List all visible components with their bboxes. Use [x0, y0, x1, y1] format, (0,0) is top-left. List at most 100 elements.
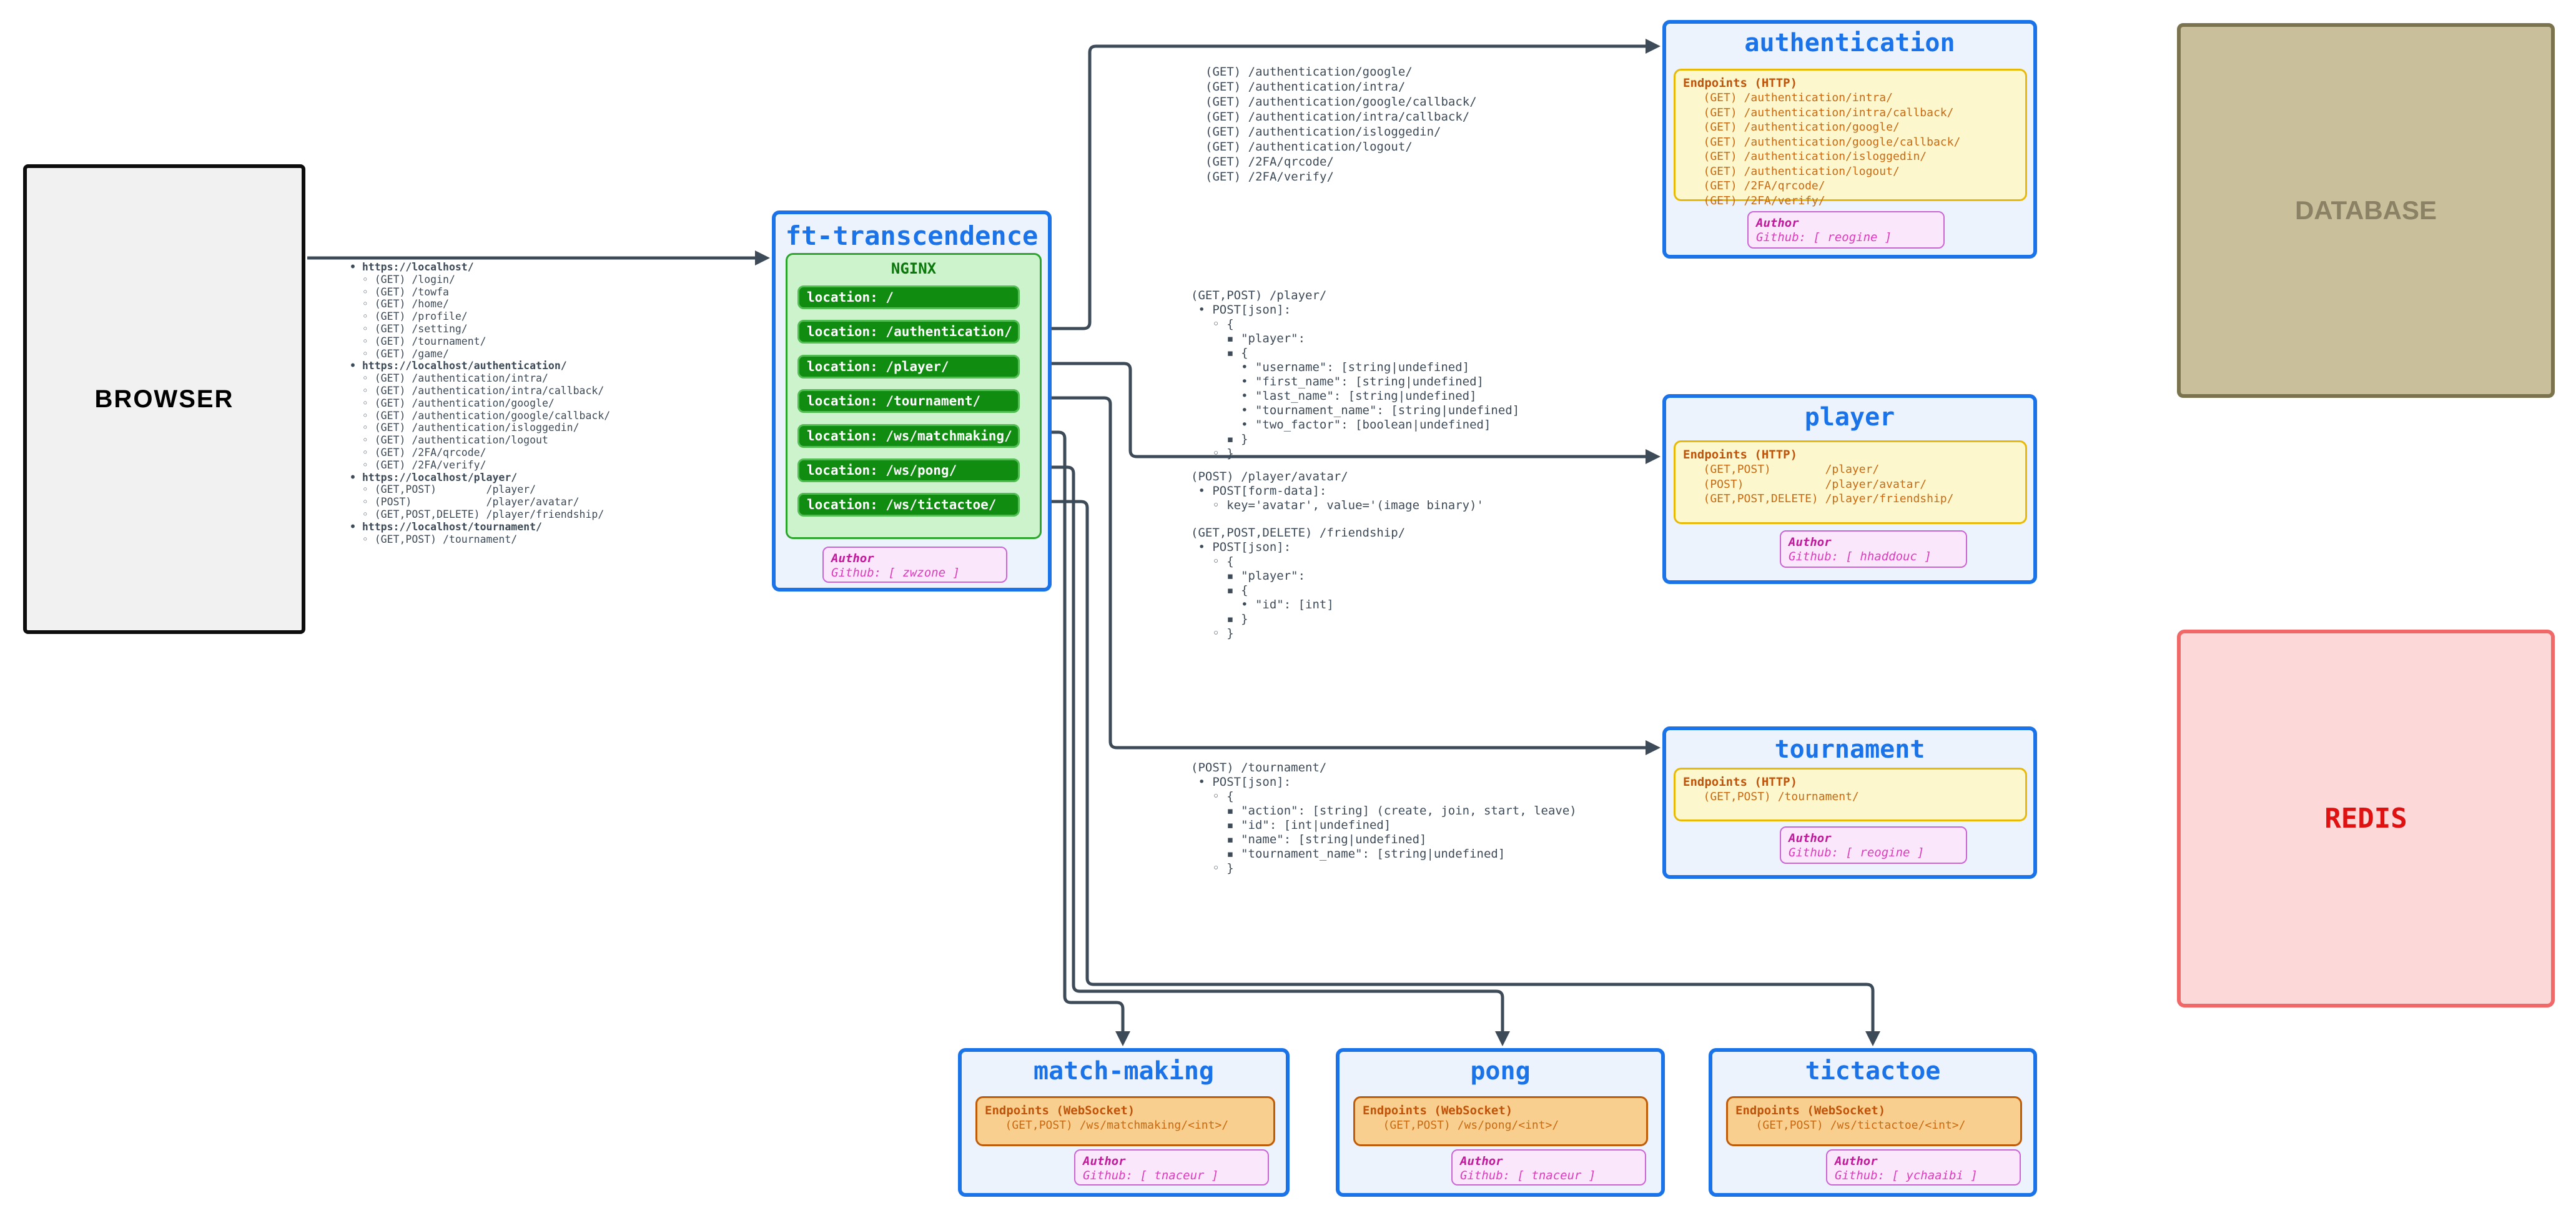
- service-tictactoe: tictactoe Endpoints (WebSocket) (GET,POS…: [1709, 1048, 2037, 1197]
- endpoints-title: Endpoints (HTTP): [1683, 775, 1798, 789]
- author-github: Github: [ tnaceur ]: [1083, 1169, 1219, 1182]
- location-tournament: location: /tournament/: [797, 389, 1020, 413]
- author-github: Github: [ zwzone ]: [831, 566, 960, 580]
- author-title: Author: [831, 552, 874, 565]
- service-title: authentication: [1744, 29, 1955, 57]
- route-line: ◦ (GET) /login/: [350, 273, 455, 285]
- arrowhead-player: [1646, 449, 1661, 464]
- route-line: ◦ (GET,POST) /tournament/: [350, 533, 518, 545]
- arrowhead-pong: [1495, 1031, 1510, 1046]
- gateway-node: ft-transcendence NGINX location: / locat…: [772, 210, 1052, 592]
- arrowhead-tictactoe: [1865, 1031, 1880, 1046]
- author-title: Author: [1835, 1154, 1878, 1168]
- author-badge-tournament: Author Github: [ reogine ]: [1780, 826, 1967, 864]
- author-badge-pong: Author Github: [ tnaceur ]: [1451, 1149, 1646, 1186]
- annotation-tournament-post: (POST) /tournament/ • POST[json]: ◦ { ▪ …: [1191, 761, 1577, 875]
- database-label: DATABASE: [2294, 196, 2437, 225]
- author-badge-matchmaking: Author Github: [ tnaceur ]: [1074, 1149, 1269, 1186]
- service-matchmaking: match-making Endpoints (WebSocket) (GET,…: [958, 1048, 1290, 1197]
- location-authentication: location: /authentication/: [797, 320, 1020, 344]
- author-github: Github: [ reogine ]: [1789, 846, 1925, 859]
- service-title: tictactoe: [1805, 1057, 1941, 1086]
- service-title: match-making: [1034, 1057, 1214, 1086]
- route-line: ◦ (GET) /home/: [350, 298, 449, 310]
- service-authentication: authentication Endpoints (HTTP) (GET) /a…: [1662, 20, 2037, 259]
- route-line: ◦ (GET) /game/: [350, 347, 449, 360]
- route-line: ◦ (GET) /authentication/intra/: [350, 372, 548, 385]
- author-badge-player: Author Github: [ hhaddouc ]: [1780, 530, 1967, 568]
- route-line: ◦ (GET) /profile/: [350, 310, 468, 323]
- endpoints-list: (GET,POST) /player/ (POST) /player/avata…: [1703, 463, 1954, 505]
- author-badge-tictactoe: Author Github: [ ychaaibi ]: [1826, 1149, 2021, 1186]
- route-line: ◦ (GET) /setting/: [350, 322, 468, 335]
- route-line: ◦ (GET) /towfa: [350, 285, 449, 298]
- author-github: Github: [ ychaaibi ]: [1835, 1169, 1978, 1182]
- author-github: Github: [ tnaceur ]: [1460, 1169, 1596, 1182]
- browser-node: BROWSER: [23, 164, 305, 634]
- service-tournament: tournament Endpoints (HTTP) (GET,POST) /…: [1662, 726, 2037, 879]
- author-title: Author: [1789, 535, 1832, 549]
- route-line: ◦ (GET) /authentication/google/: [350, 397, 555, 409]
- location-player: location: /player/: [797, 355, 1020, 379]
- endpoints-title: Endpoints (WebSocket): [985, 1104, 1135, 1117]
- arrowhead-tournament: [1646, 740, 1661, 755]
- route-line: ◦ (GET) /authentication/intra/callback/: [350, 384, 605, 397]
- route-line: • https://localhost/authentication/: [350, 360, 567, 372]
- author-title: Author: [1083, 1154, 1126, 1168]
- endpoints-panel-websocket: Endpoints (WebSocket) (GET,POST) /ws/mat…: [975, 1096, 1275, 1146]
- route-line: ◦ (POST) /player/avatar/: [350, 496, 580, 508]
- annotation-player-post: (GET,POST) /player/ • POST[json]: ◦ { ▪ …: [1191, 289, 1520, 460]
- route-line: ◦ (GET) /authentication/logout: [350, 434, 548, 447]
- redis-node: REDIS: [2177, 630, 2555, 1008]
- endpoints-list: (GET) /authentication/intra/ (GET) /auth…: [1703, 91, 1961, 207]
- endpoints-list: (GET,POST) /ws/matchmaking/<int>/: [985, 1119, 1229, 1132]
- route-line: • https://localhost/tournament/: [350, 520, 542, 533]
- nginx-panel: NGINX location: / location: /authenticat…: [786, 253, 1042, 539]
- route-line: ◦ (GET,POST) /player/: [350, 483, 536, 496]
- route-line: ◦ (GET,POST,DELETE) /player/friendship/: [350, 508, 605, 520]
- arrowhead-matchmaking: [1115, 1031, 1130, 1046]
- author-title: Author: [1460, 1154, 1503, 1168]
- route-line: ◦ (GET) /tournament/: [350, 335, 486, 347]
- endpoints-panel-websocket: Endpoints (WebSocket) (GET,POST) /ws/pon…: [1353, 1096, 1648, 1146]
- annotation-friendship: (GET,POST,DELETE) /friendship/ • POST[js…: [1191, 526, 1406, 640]
- service-title: player: [1804, 403, 1895, 432]
- location-ws-matchmaking: location: /ws/matchmaking/: [797, 424, 1020, 448]
- service-title: tournament: [1774, 735, 1925, 764]
- endpoints-title: Endpoints (HTTP): [1683, 448, 1798, 462]
- endpoints-list: (GET,POST) /ws/pong/<int>/: [1363, 1119, 1559, 1132]
- endpoints-panel-websocket: Endpoints (WebSocket) (GET,POST) /ws/tic…: [1726, 1096, 2022, 1146]
- location-ws-tictactoe: location: /ws/tictactoe/: [797, 493, 1020, 517]
- endpoints-title: Endpoints (HTTP): [1683, 76, 1798, 90]
- service-title: pong: [1470, 1057, 1531, 1086]
- redis-label: REDIS: [2324, 803, 2407, 834]
- endpoints-title: Endpoints (WebSocket): [1735, 1104, 1886, 1117]
- endpoints-list: (GET,POST) /tournament/: [1683, 790, 1859, 803]
- route-line: ◦ (GET) /authentication/isloggedin/: [350, 422, 580, 434]
- arrowhead-authentication: [1646, 39, 1661, 54]
- database-node: DATABASE: [2177, 23, 2555, 398]
- route-line: ◦ (GET) /2FA/verify/: [350, 458, 486, 471]
- annotation-player-avatar: (POST) /player/avatar/ • POST[form-data]…: [1191, 470, 1484, 512]
- route-line: • https://localhost/player/: [350, 471, 518, 483]
- route-line: ◦ (GET) /2FA/qrcode/: [350, 446, 486, 458]
- author-title: Author: [1756, 216, 1799, 230]
- location-root: location: /: [797, 285, 1020, 309]
- endpoints-panel-http: Endpoints (HTTP) (GET,POST) /player/ (PO…: [1674, 440, 2027, 524]
- browser-route-list: • https://localhost/ ◦ (GET) /login/ ◦ (…: [350, 261, 610, 545]
- nginx-label: NGINX: [891, 260, 937, 277]
- author-github: Github: [ hhaddouc ]: [1789, 550, 1932, 563]
- endpoints-panel-http: Endpoints (HTTP) (GET) /authentication/i…: [1674, 69, 2027, 207]
- author-badge-gateway: Author Github: [ zwzone ]: [822, 547, 1007, 583]
- route-line: ◦ (GET) /authentication/google/callback/: [350, 409, 611, 422]
- service-pong: pong Endpoints (WebSocket) (GET,POST) /w…: [1336, 1048, 1665, 1197]
- location-ws-pong: location: /ws/pong/: [797, 458, 1020, 482]
- annotation-auth-routes: (GET) /authentication/google/ (GET) /aut…: [1205, 65, 1477, 184]
- arrowhead-gateway: [755, 250, 770, 265]
- gateway-title: ft-transcendence: [785, 220, 1039, 251]
- author-badge-authentication: Author Github: [ reogine ]: [1747, 211, 1945, 249]
- service-player: player Endpoints (HTTP) (GET,POST) /play…: [1662, 394, 2037, 584]
- author-github: Github: [ reogine ]: [1756, 230, 1892, 244]
- route-line: • https://localhost/: [350, 261, 474, 273]
